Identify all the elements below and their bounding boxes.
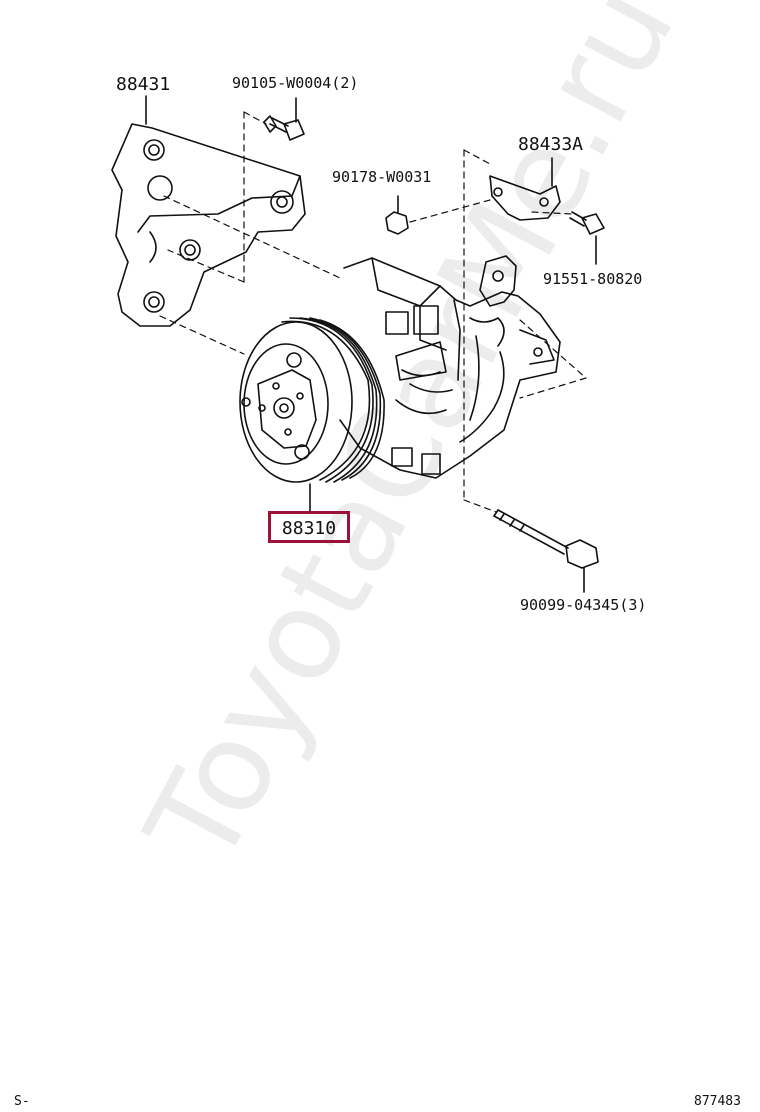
label-91551: 91551-80820	[543, 270, 643, 288]
footer-code: 877483	[694, 1094, 741, 1109]
bolt-90105-drawing	[263, 97, 305, 141]
label-90099: 90099-04345(3)	[520, 596, 647, 614]
bolt-91551-drawing	[569, 211, 605, 265]
highlighted-part-88310: 88310	[268, 511, 350, 543]
nut-90178-drawing	[385, 195, 409, 235]
bracket-88431-drawing	[111, 123, 306, 327]
compressor-drawing	[339, 255, 561, 479]
pulley-drawing	[239, 317, 385, 512]
label-88433A: 88433A	[518, 134, 584, 155]
bracket-88433A-drawing	[489, 157, 561, 221]
label-90105: 90105-W0004(2)	[232, 74, 359, 92]
label-88431: 88431	[116, 74, 171, 95]
footer-left: S-	[14, 1094, 30, 1109]
label-90178: 90178-W0031	[332, 168, 432, 186]
bolt-90099-drawing	[493, 509, 599, 593]
label-88310: 88310	[281, 518, 337, 539]
